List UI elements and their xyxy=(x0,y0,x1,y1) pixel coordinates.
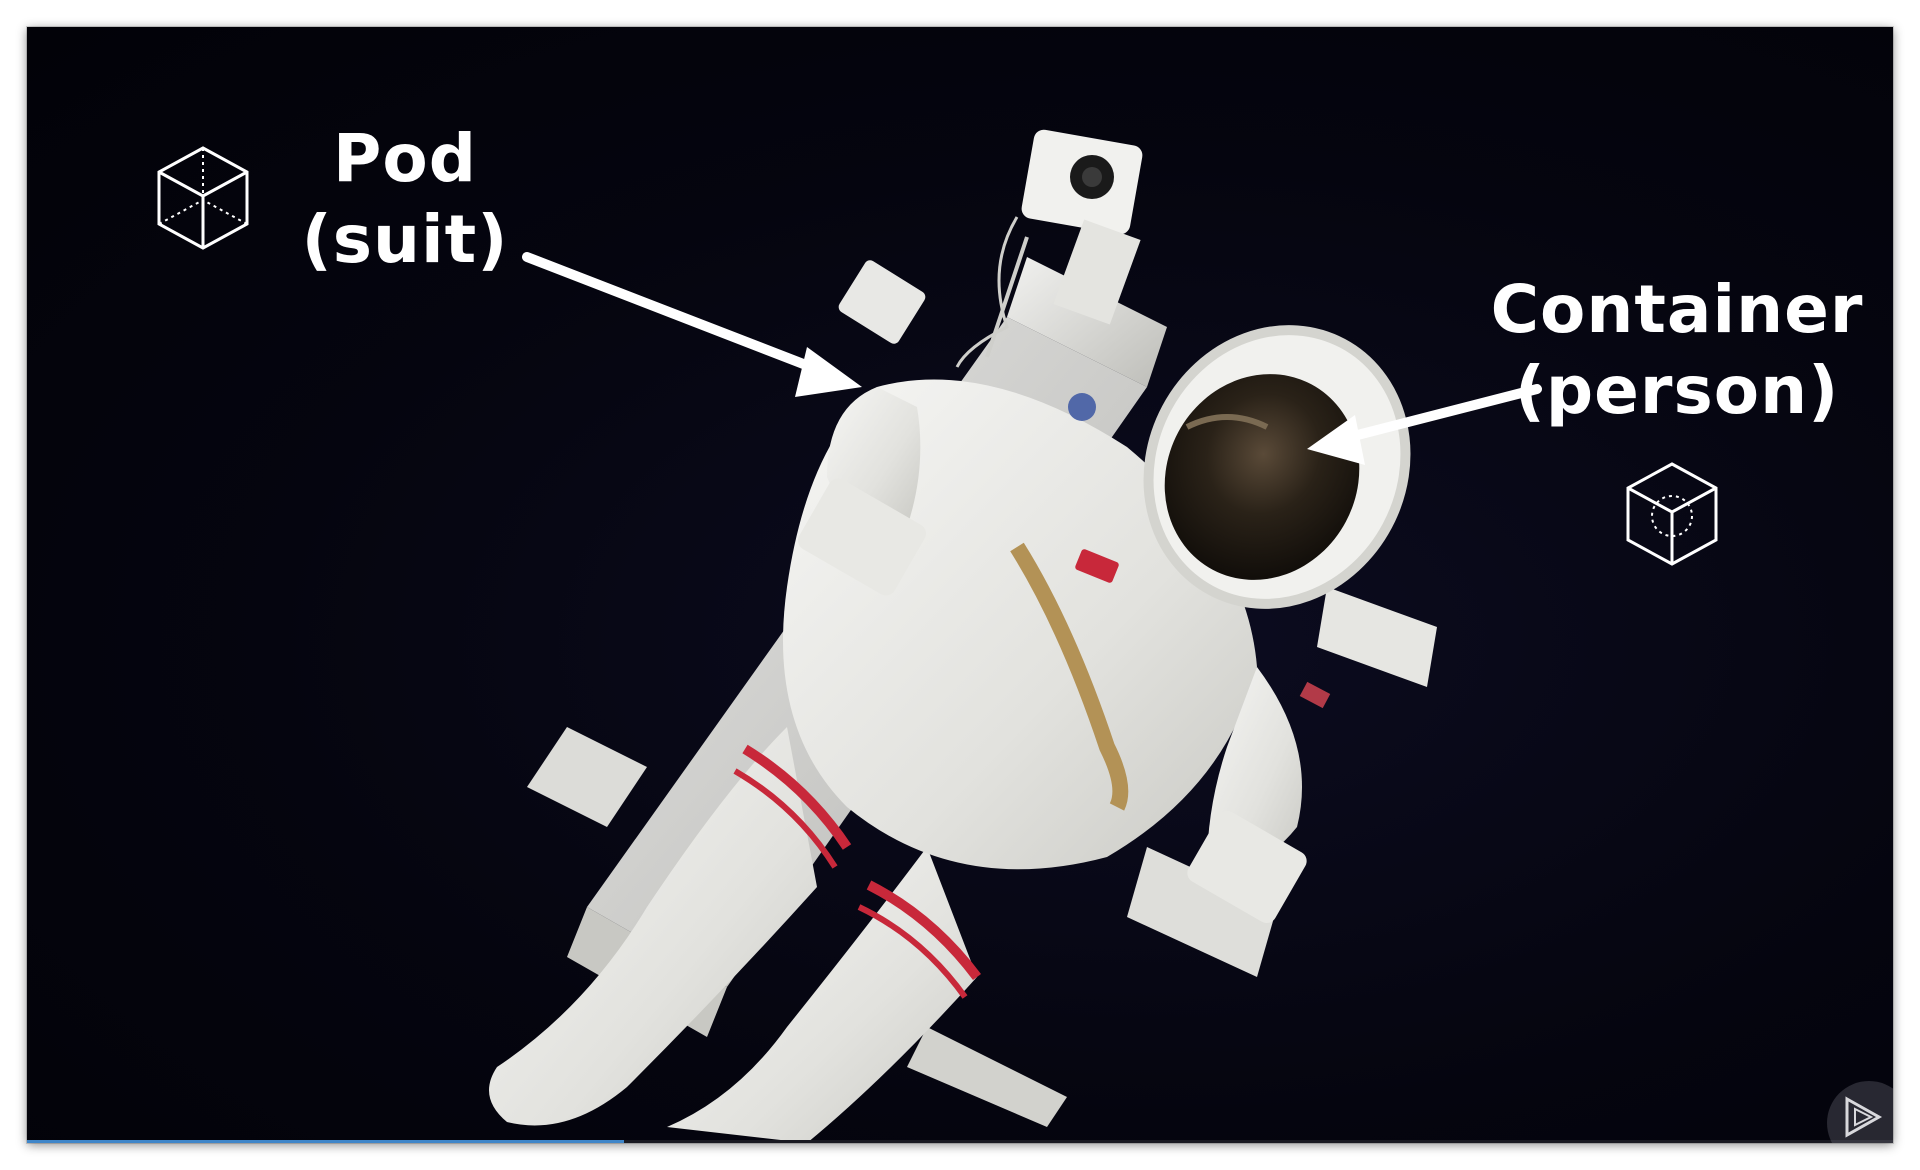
astronaut-scene xyxy=(489,129,1542,1143)
pod-cube-icon xyxy=(153,144,253,254)
video-progress-fill xyxy=(27,1140,625,1143)
container-arrow xyxy=(1307,384,1542,465)
pod-label-line2: (suit) xyxy=(301,200,509,278)
astronaut-helmet xyxy=(1143,325,1411,609)
pod-label-line1: Pod xyxy=(333,120,477,197)
container-label-line2: (person) xyxy=(1514,351,1840,429)
video-player-window: Pod (suit) Container (person) xyxy=(27,27,1893,1143)
helmet-camera xyxy=(955,129,1143,368)
container-label-line1: Container xyxy=(1490,271,1864,348)
video-progress-bar[interactable] xyxy=(27,1140,1893,1143)
astronaut-legs xyxy=(489,727,981,1143)
pod-label: Pod (suit) xyxy=(275,119,535,280)
video-frame[interactable]: Pod (suit) Container (person) xyxy=(27,27,1893,1143)
astronaut-arms xyxy=(798,387,1307,923)
pod-arrow xyxy=(522,252,862,397)
container-label: Container (person) xyxy=(1482,270,1872,431)
container-cube-icon xyxy=(1622,460,1722,570)
